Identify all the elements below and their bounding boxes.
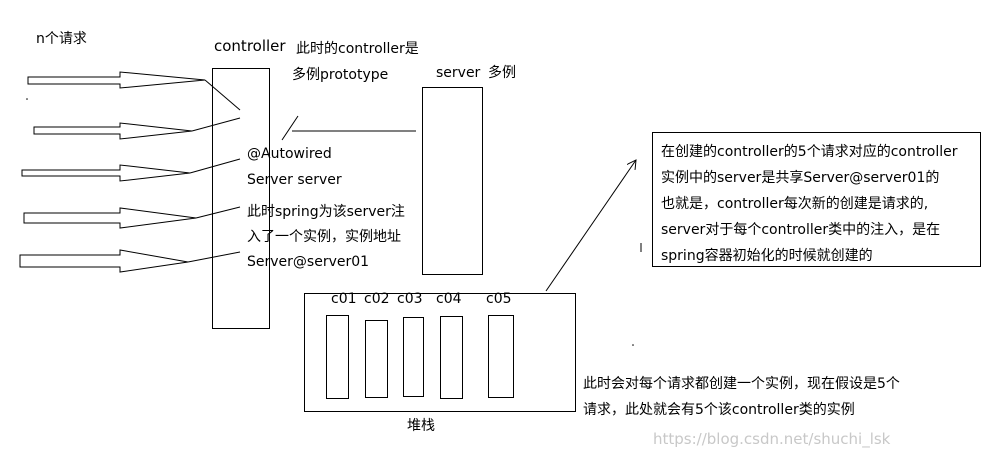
- server-field-label: Server server: [247, 172, 342, 188]
- controller-note-line2: 多例prototype: [292, 67, 389, 83]
- instance-box-c03: [403, 317, 424, 397]
- request-arrow: [27, 71, 241, 111]
- server-box: [422, 87, 483, 275]
- note-line: server对于每个controller类中的注入，是在: [661, 222, 941, 238]
- instance-box-c04: [440, 316, 463, 399]
- request-arrow: [21, 158, 241, 182]
- heap-label: 堆栈: [407, 418, 435, 434]
- request-arrow: [33, 117, 241, 140]
- server-multi-label: 多例: [488, 65, 516, 81]
- instance-label-c02: c02: [364, 291, 390, 307]
- stray-dot: [26, 98, 28, 100]
- server-title: server: [436, 65, 481, 81]
- stray-dot: [632, 344, 634, 346]
- instance-box-c05: [488, 315, 514, 398]
- injection-arrow: [281, 115, 416, 141]
- instances-note-line2: 请求，此处就会有5个该controller类的实例: [583, 402, 855, 418]
- inject-line2: 入了一个实例，实例地址: [247, 229, 401, 245]
- controller-note-line1: 此时的controller是: [296, 41, 419, 57]
- watermark: https://blog.csdn.net/shuchi_lsk: [653, 430, 891, 448]
- instance-box-c01: [326, 315, 349, 399]
- instance-label-c05: c05: [486, 291, 512, 307]
- heap-note-arrow: [545, 160, 636, 292]
- note-line: 也就是，controller每次新的创建是请求的,: [661, 196, 929, 212]
- note-line: spring容器初始化的时候就创建的: [661, 248, 873, 264]
- note-line: 在创建的controller的5个请求对应的controller: [661, 144, 958, 160]
- instance-box-c02: [365, 320, 388, 398]
- shared-injection-note: 在创建的controller的5个请求对应的controller 实例中的ser…: [652, 132, 981, 267]
- instance-label-c01: c01: [331, 291, 357, 307]
- inject-line3: Server@server01: [247, 254, 370, 270]
- controller-box: [212, 68, 270, 329]
- requests-label: n个请求: [36, 31, 87, 47]
- note-line: 实例中的server是共享Server@server01的: [661, 170, 940, 186]
- autowired-label: @Autowired: [247, 146, 332, 162]
- instance-label-c04: c04: [436, 291, 462, 307]
- request-arrow: [23, 206, 241, 229]
- instance-label-c03: c03: [397, 291, 423, 307]
- inject-line1: 此时spring为该server注: [247, 204, 405, 220]
- controller-title: controller: [214, 37, 286, 55]
- heap-box: [304, 293, 576, 412]
- instances-note-line1: 此时会对每个请求都创建一个实例，现在假设是5个: [583, 376, 900, 392]
- request-arrow: [19, 249, 241, 273]
